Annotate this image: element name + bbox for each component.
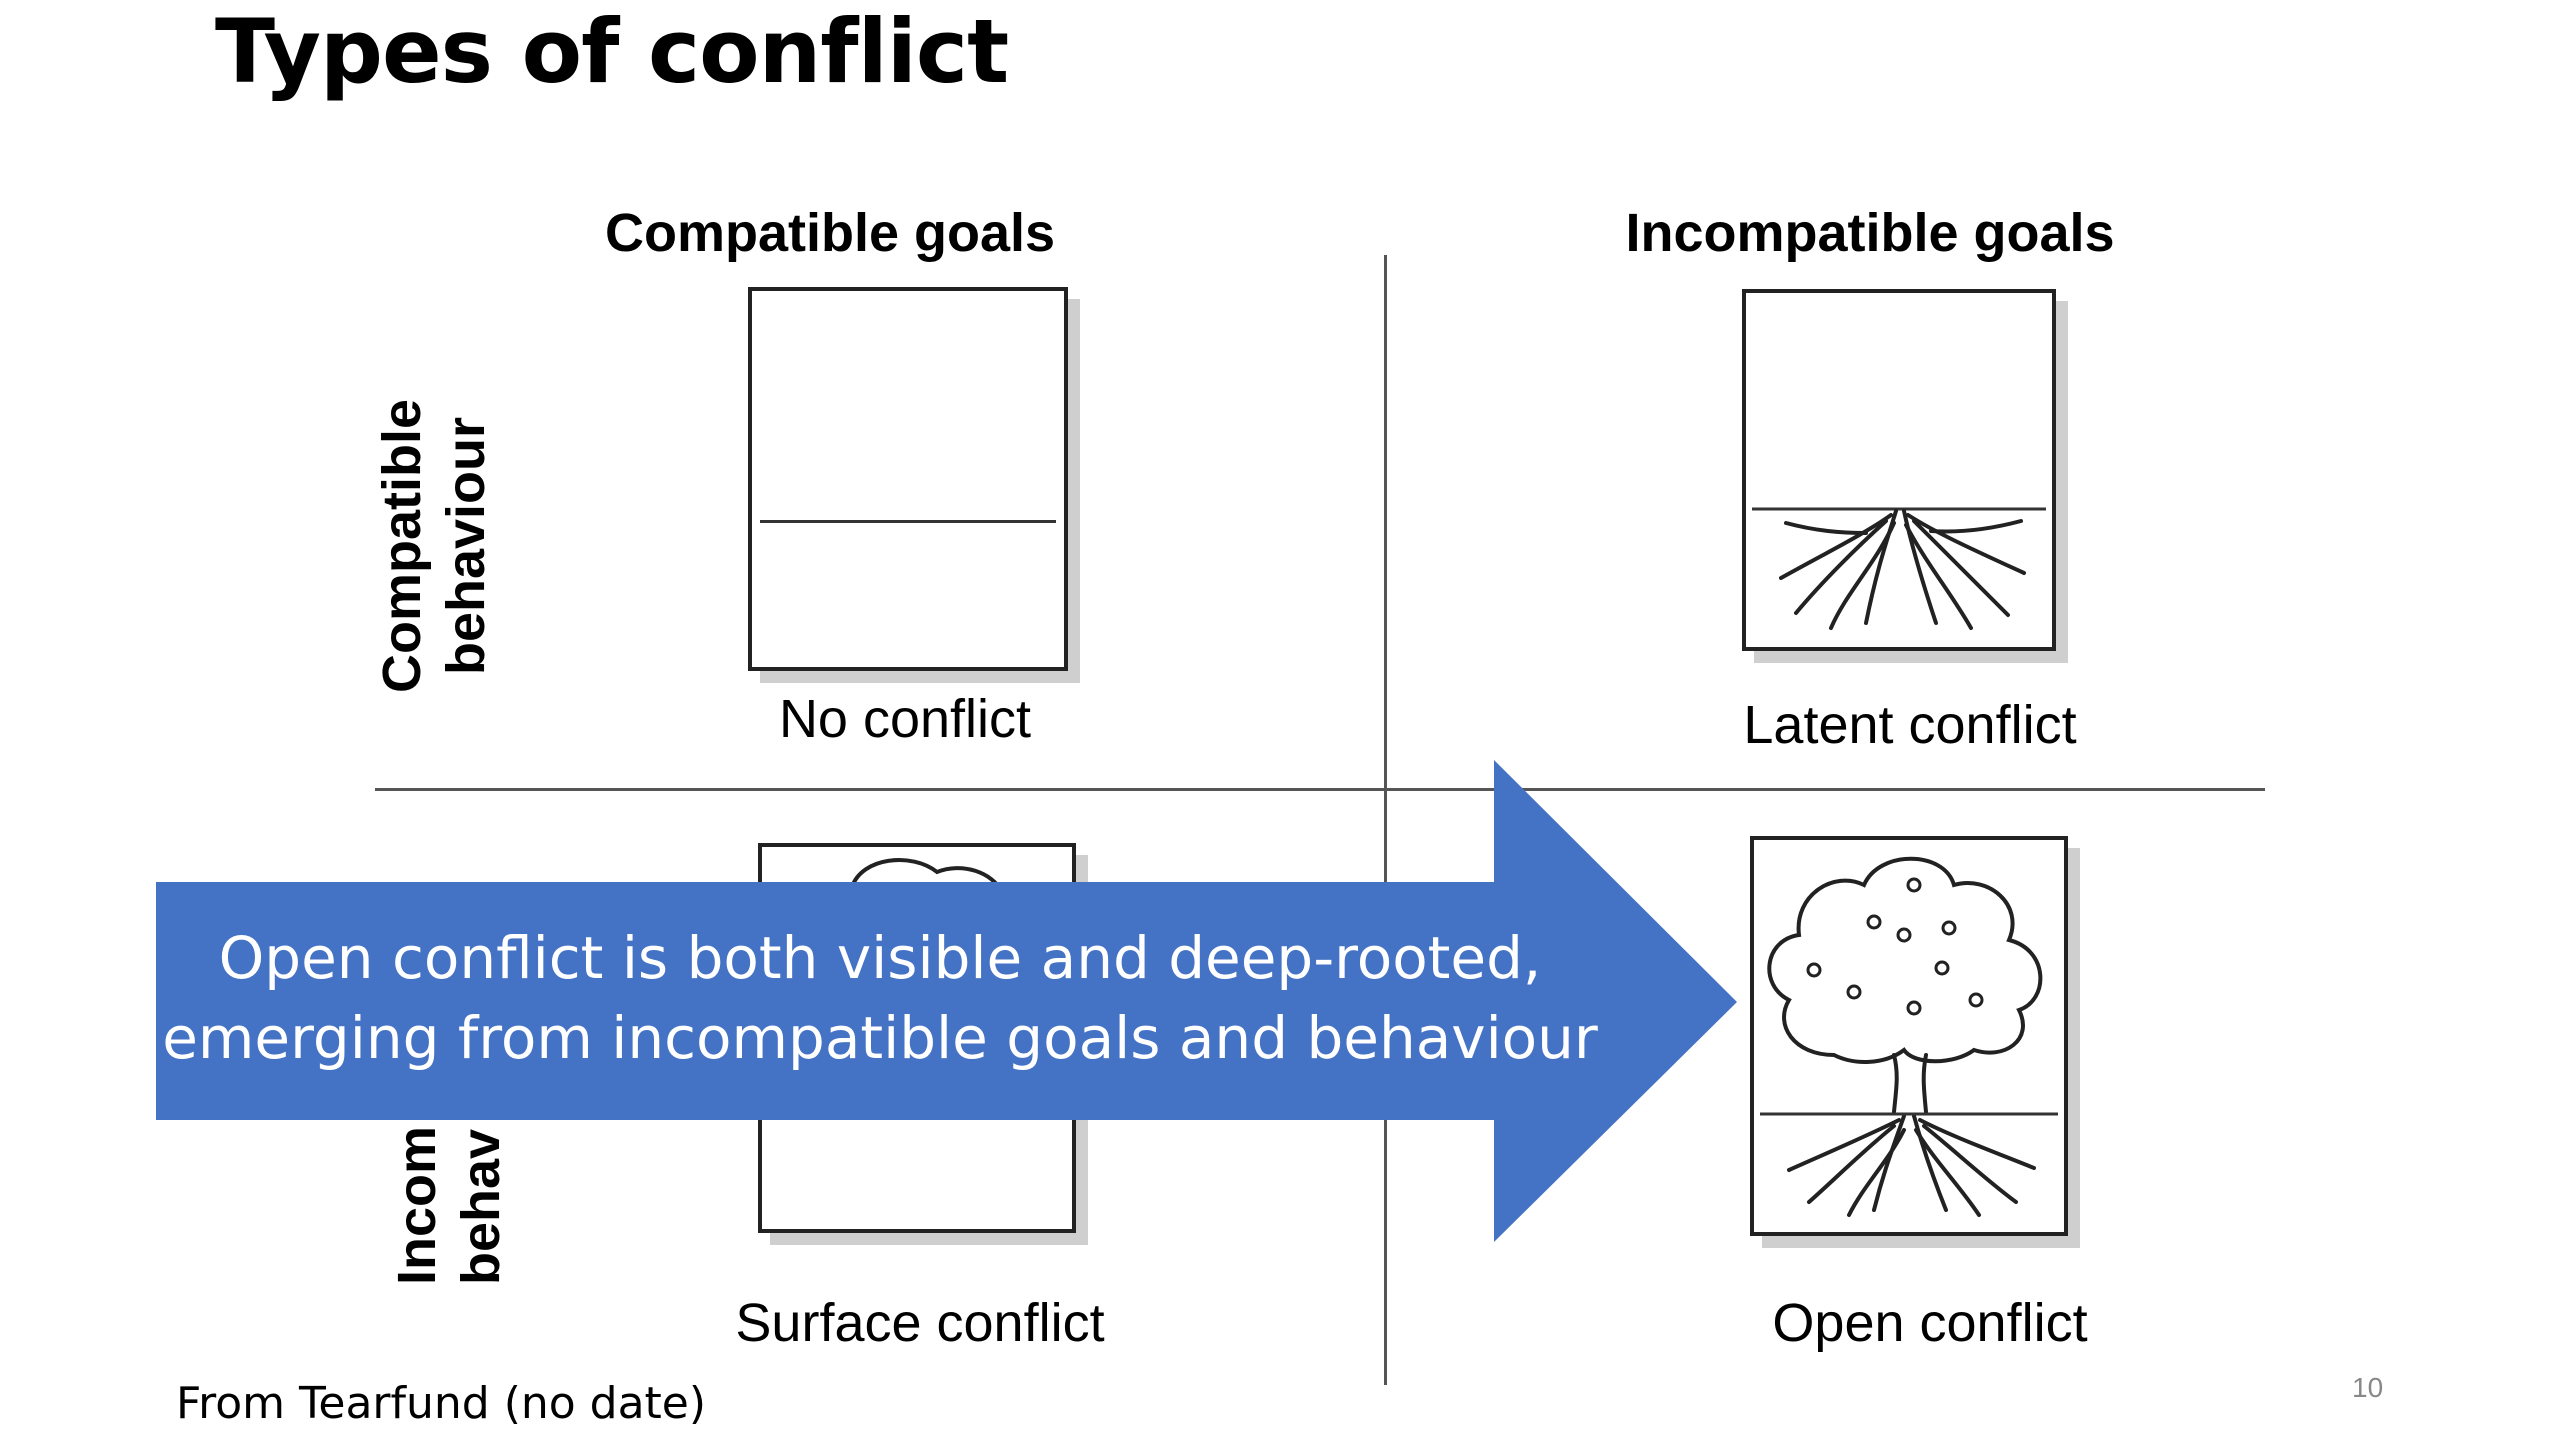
horizontal-divider (375, 788, 2265, 791)
no-conflict-caption: No conflict (778, 689, 1032, 749)
callout-line-1: Open conflict is both visible and deep-r… (218, 924, 1542, 992)
ground-line (760, 520, 1056, 523)
vertical-divider (1384, 255, 1387, 1385)
latent-conflict-caption: Latent conflict (1743, 695, 2077, 755)
open-conflict-caption: Open conflict (1772, 1293, 2088, 1353)
no-conflict-panel (748, 287, 1068, 671)
callout-line-2: emerging from incompatible goals and beh… (162, 1004, 1598, 1072)
latent-conflict-panel (1742, 289, 2056, 651)
surface-conflict-caption: Surface conflict (735, 1293, 1105, 1353)
column-header-compatible-goals: Compatible goals (604, 203, 1056, 263)
roots-icon (1752, 507, 2046, 630)
page-number: 10 (2352, 1372, 2384, 1403)
source-citation: From Tearfund (no date) (176, 1378, 707, 1429)
slide-title: Types of conflict (215, 0, 1009, 103)
tree-with-roots-icon (1760, 856, 2058, 1217)
column-header-incompatible-goals: Incompatible goals (1625, 203, 2115, 263)
open-conflict-panel (1750, 836, 2068, 1236)
callout-arrow-shape (156, 760, 1737, 1242)
callout-text: Open conflict is both visible and deep-r… (160, 918, 1600, 1078)
tree-canopy-icon (850, 858, 1004, 894)
